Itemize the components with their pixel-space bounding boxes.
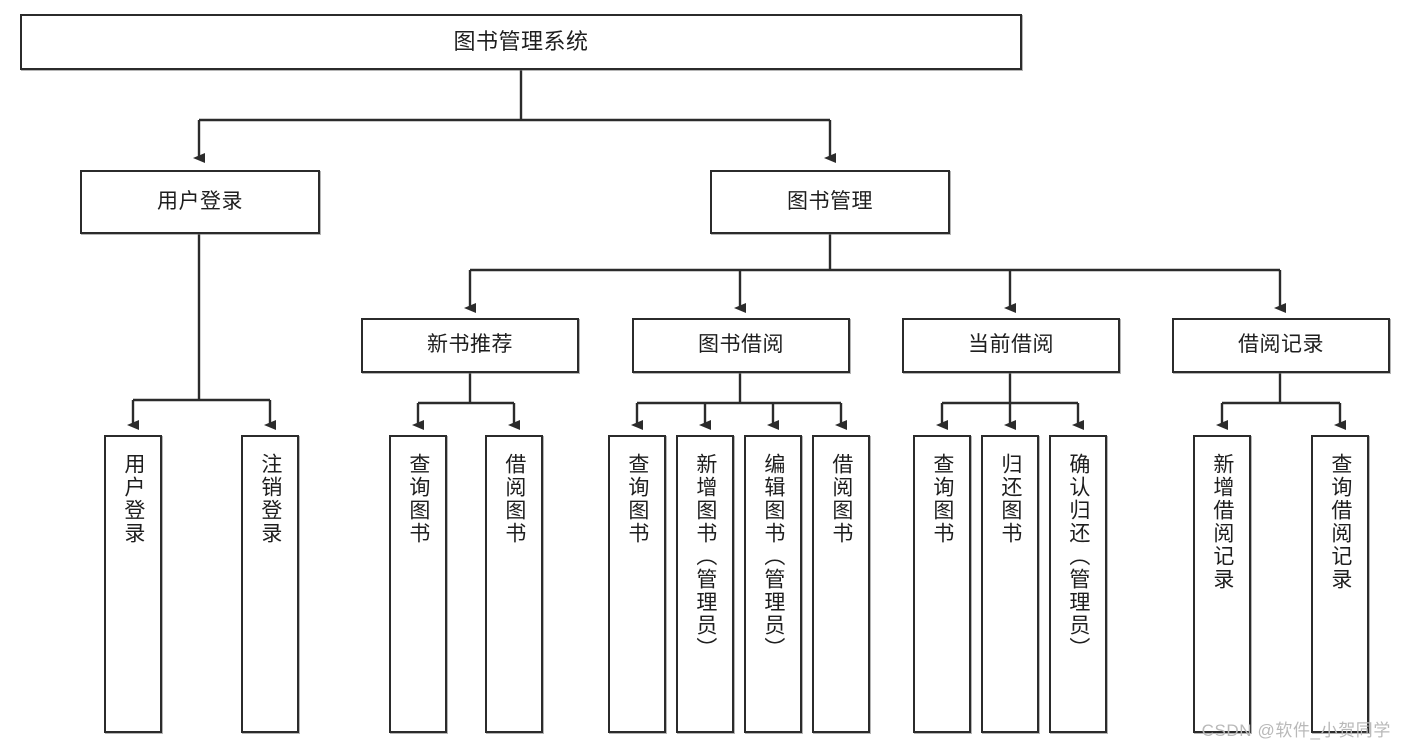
leaf-borrow-book-recommend[interactable]: 借阅图书 bbox=[485, 435, 543, 733]
node-borrow-record[interactable]: 借阅记录 bbox=[1172, 318, 1390, 373]
node-label: 新书推荐 bbox=[427, 333, 513, 357]
node-label: 图书管理 bbox=[787, 189, 873, 213]
node-label: 借阅记录 bbox=[1238, 333, 1324, 357]
leaf-query-book-borrow[interactable]: 查询图书 bbox=[608, 435, 666, 733]
node-label: 新增借阅记录 bbox=[1210, 453, 1234, 591]
node-label: 查询图书 bbox=[625, 453, 649, 545]
leaf-query-book-recommend[interactable]: 查询图书 bbox=[389, 435, 447, 733]
leaf-query-borrow-record[interactable]: 查询借阅记录 bbox=[1311, 435, 1369, 733]
node-label: 用户登录 bbox=[157, 189, 243, 213]
leaf-add-book-admin[interactable]: 新增图书（管理员） bbox=[676, 435, 734, 733]
node-root-system[interactable]: 图书管理系统 bbox=[20, 14, 1022, 70]
node-book-management[interactable]: 图书管理 bbox=[710, 170, 950, 234]
node-label: 图书管理系统 bbox=[453, 29, 589, 55]
leaf-edit-book-admin[interactable]: 编辑图书（管理员） bbox=[744, 435, 802, 733]
node-label: 编辑图书（管理员） bbox=[761, 453, 785, 660]
node-label: 查询图书 bbox=[930, 453, 954, 545]
node-label: 注销登录 bbox=[258, 453, 282, 545]
node-label: 借阅图书 bbox=[829, 453, 853, 545]
node-current-borrow[interactable]: 当前借阅 bbox=[902, 318, 1120, 373]
node-label: 查询图书 bbox=[406, 453, 430, 545]
node-label: 新增图书（管理员） bbox=[693, 453, 717, 660]
leaf-user-logout[interactable]: 注销登录 bbox=[241, 435, 299, 733]
leaf-user-login[interactable]: 用户登录 bbox=[104, 435, 162, 733]
node-new-book-recommend[interactable]: 新书推荐 bbox=[361, 318, 579, 373]
node-label: 当前借阅 bbox=[968, 333, 1054, 357]
watermark-text: CSDN @软件_小贺同学 bbox=[1201, 721, 1391, 740]
leaf-query-book-current[interactable]: 查询图书 bbox=[913, 435, 971, 733]
node-user-login[interactable]: 用户登录 bbox=[80, 170, 320, 234]
leaf-add-borrow-record[interactable]: 新增借阅记录 bbox=[1193, 435, 1251, 733]
node-label: 查询借阅记录 bbox=[1328, 453, 1352, 591]
leaf-borrow-book[interactable]: 借阅图书 bbox=[812, 435, 870, 733]
leaf-confirm-return-admin[interactable]: 确认归还（管理员） bbox=[1049, 435, 1107, 733]
node-label: 确认归还（管理员） bbox=[1066, 453, 1090, 660]
node-label: 用户登录 bbox=[121, 453, 145, 545]
node-label: 图书借阅 bbox=[698, 333, 784, 357]
leaf-return-book[interactable]: 归还图书 bbox=[981, 435, 1039, 733]
node-label: 借阅图书 bbox=[502, 453, 526, 545]
node-label: 归还图书 bbox=[998, 453, 1022, 545]
node-book-borrow[interactable]: 图书借阅 bbox=[632, 318, 850, 373]
